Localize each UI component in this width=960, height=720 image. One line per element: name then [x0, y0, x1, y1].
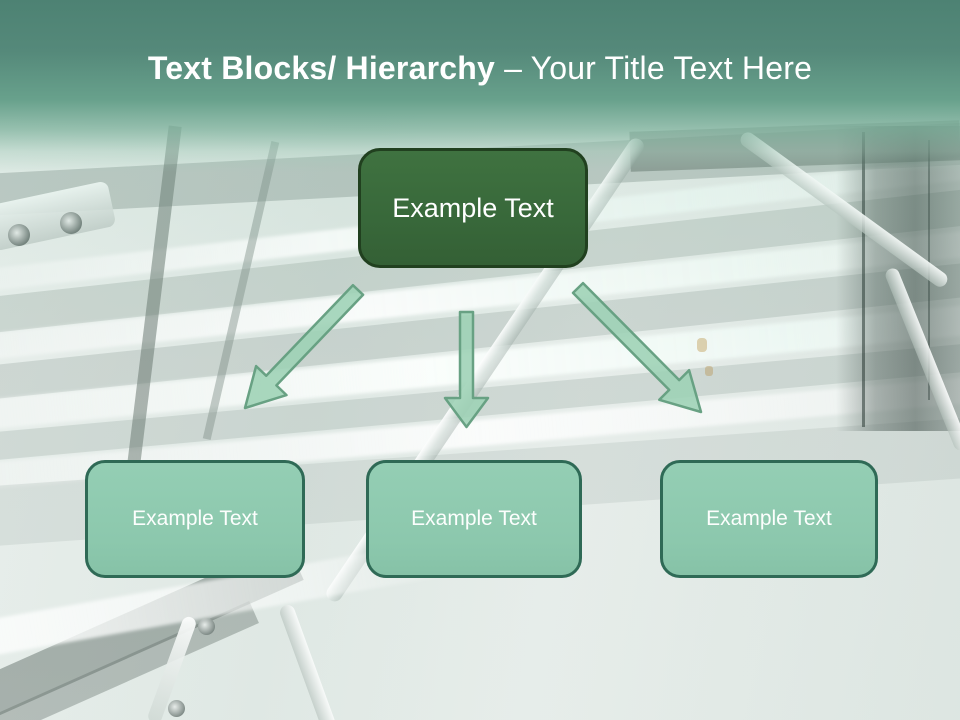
photo-bolt	[168, 700, 185, 717]
header-gradient	[0, 0, 960, 172]
photo-bolt	[60, 212, 82, 234]
hierarchy-child-label: Example Text	[706, 507, 832, 530]
hierarchy-root-label: Example Text	[392, 192, 554, 223]
arrow-down-icon	[443, 310, 490, 429]
title-primary: Text Blocks/ Hierarchy	[147, 50, 495, 86]
hierarchy-child-box-2[interactable]: Example Text	[366, 460, 582, 578]
arrow-down-left-icon	[243, 283, 365, 410]
hierarchy-child-label: Example Text	[132, 507, 258, 530]
title-secondary: – Your Title Text Here	[504, 50, 813, 86]
photo-bolt	[8, 224, 30, 246]
hierarchy-child-label: Example Text	[411, 507, 537, 530]
photo-highlight	[705, 366, 713, 376]
slide-title: Text Blocks/ Hierarchy – Your Title Text…	[0, 50, 960, 87]
arrow-down-right-icon	[571, 281, 703, 414]
hierarchy-child-box-1[interactable]: Example Text	[85, 460, 305, 578]
photo-highlight	[697, 338, 707, 352]
photo-bolt	[198, 618, 215, 635]
hierarchy-child-box-3[interactable]: Example Text	[660, 460, 878, 578]
hierarchy-root-box[interactable]: Example Text	[358, 148, 588, 268]
photo-right-post	[862, 132, 865, 427]
